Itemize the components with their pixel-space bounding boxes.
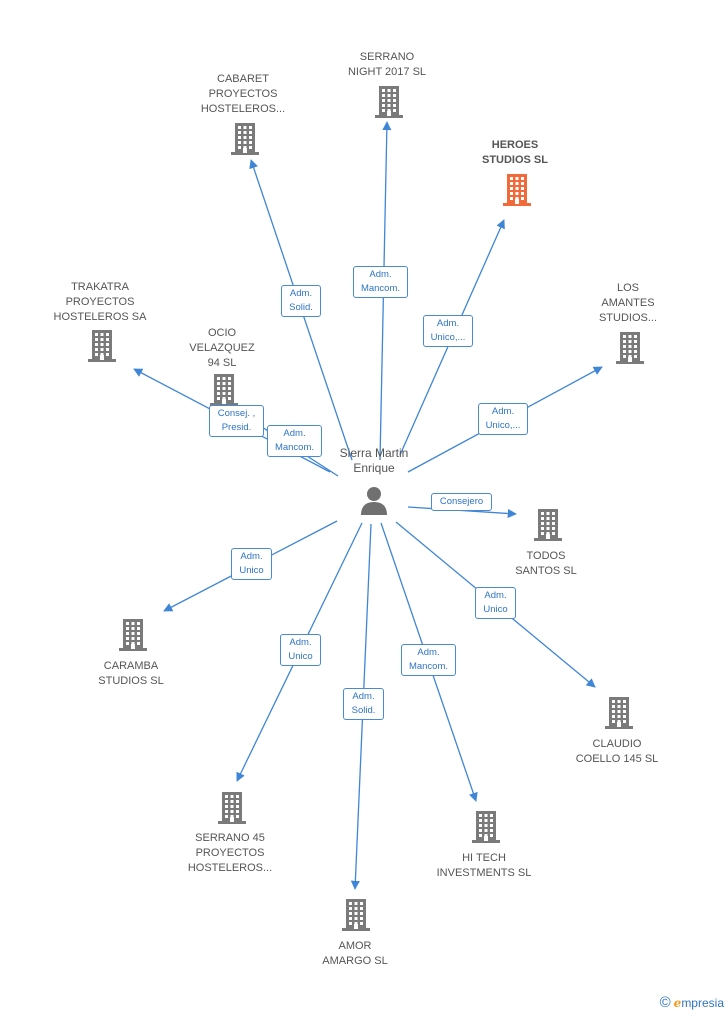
brand-name: mpresia — [681, 996, 724, 1010]
company-label-todos-santos[interactable]: TODOS SANTOS SL — [515, 550, 577, 577]
person-name[interactable]: Sierra Martin Enrique — [339, 446, 409, 475]
building-icon[interactable] — [88, 329, 116, 368]
relation-label-cabaret[interactable]: Adm. Solid. — [281, 285, 321, 317]
building-icon[interactable] — [375, 85, 403, 124]
relation-label-serrano-45[interactable]: Adm. Unico — [280, 634, 321, 666]
company-label-hi-tech[interactable]: HI TECH INVESTMENTS SL — [436, 852, 532, 879]
company-label-serrano-45[interactable]: SERRANO 45 PROYECTOS HOSTELEROS... — [187, 832, 273, 874]
building-icon[interactable] — [534, 508, 562, 547]
company-label-los-amantes[interactable]: LOS AMANTES STUDIOS... — [598, 282, 658, 324]
brand-initial: e — [673, 996, 682, 1010]
company-label-claudio[interactable]: CLAUDIO COELLO 145 SL — [575, 738, 659, 765]
person-icon[interactable] — [359, 486, 389, 521]
company-label-heroes[interactable]: HEROES STUDIOS SL — [481, 139, 548, 166]
relation-label-ocio[interactable]: Adm. Mancom. — [267, 425, 322, 457]
company-label-cabaret[interactable]: CABARET PROYECTOS HOSTELEROS... — [200, 73, 286, 115]
relation-label-todos-santos[interactable]: Consejero — [431, 493, 492, 511]
relation-label-caramba[interactable]: Adm. Unico — [231, 548, 272, 580]
relation-label-claudio[interactable]: Adm. Unico — [475, 587, 516, 619]
company-label-trakatra[interactable]: TRAKATRA PROYECTOS HOSTELEROS SA — [53, 281, 147, 323]
relation-label-hi-tech[interactable]: Adm. Mancom. — [401, 644, 456, 676]
building-icon[interactable] — [616, 331, 644, 370]
relation-label-trakatra[interactable]: Consej. , Presid. — [209, 405, 264, 437]
copyright-symbol: © — [659, 994, 671, 1011]
company-label-caramba[interactable]: CARAMBA STUDIOS SL — [98, 660, 164, 687]
company-label-serrano-night[interactable]: SERRANO NIGHT 2017 SL — [347, 51, 427, 78]
company-label-ocio[interactable]: OCIO VELAZQUEZ 94 SL — [189, 327, 255, 369]
building-icon[interactable] — [218, 791, 246, 830]
building-icon[interactable] — [472, 810, 500, 849]
relation-label-amor-amargo[interactable]: Adm. Solid. — [343, 688, 384, 720]
building-icon[interactable] — [503, 173, 531, 212]
building-icon[interactable] — [210, 373, 238, 412]
relation-label-los-amantes[interactable]: Adm. Unico,... — [478, 403, 528, 435]
building-icon[interactable] — [231, 122, 259, 161]
building-icon[interactable] — [342, 898, 370, 937]
building-icon[interactable] — [605, 696, 633, 735]
company-label-amor-amargo[interactable]: AMOR AMARGO SL — [322, 940, 388, 967]
relation-label-serrano-night[interactable]: Adm. Mancom. — [353, 266, 408, 298]
brand-watermark: ©empresia — [660, 994, 724, 1011]
relation-label-heroes[interactable]: Adm. Unico,... — [423, 315, 473, 347]
building-icon[interactable] — [119, 618, 147, 657]
